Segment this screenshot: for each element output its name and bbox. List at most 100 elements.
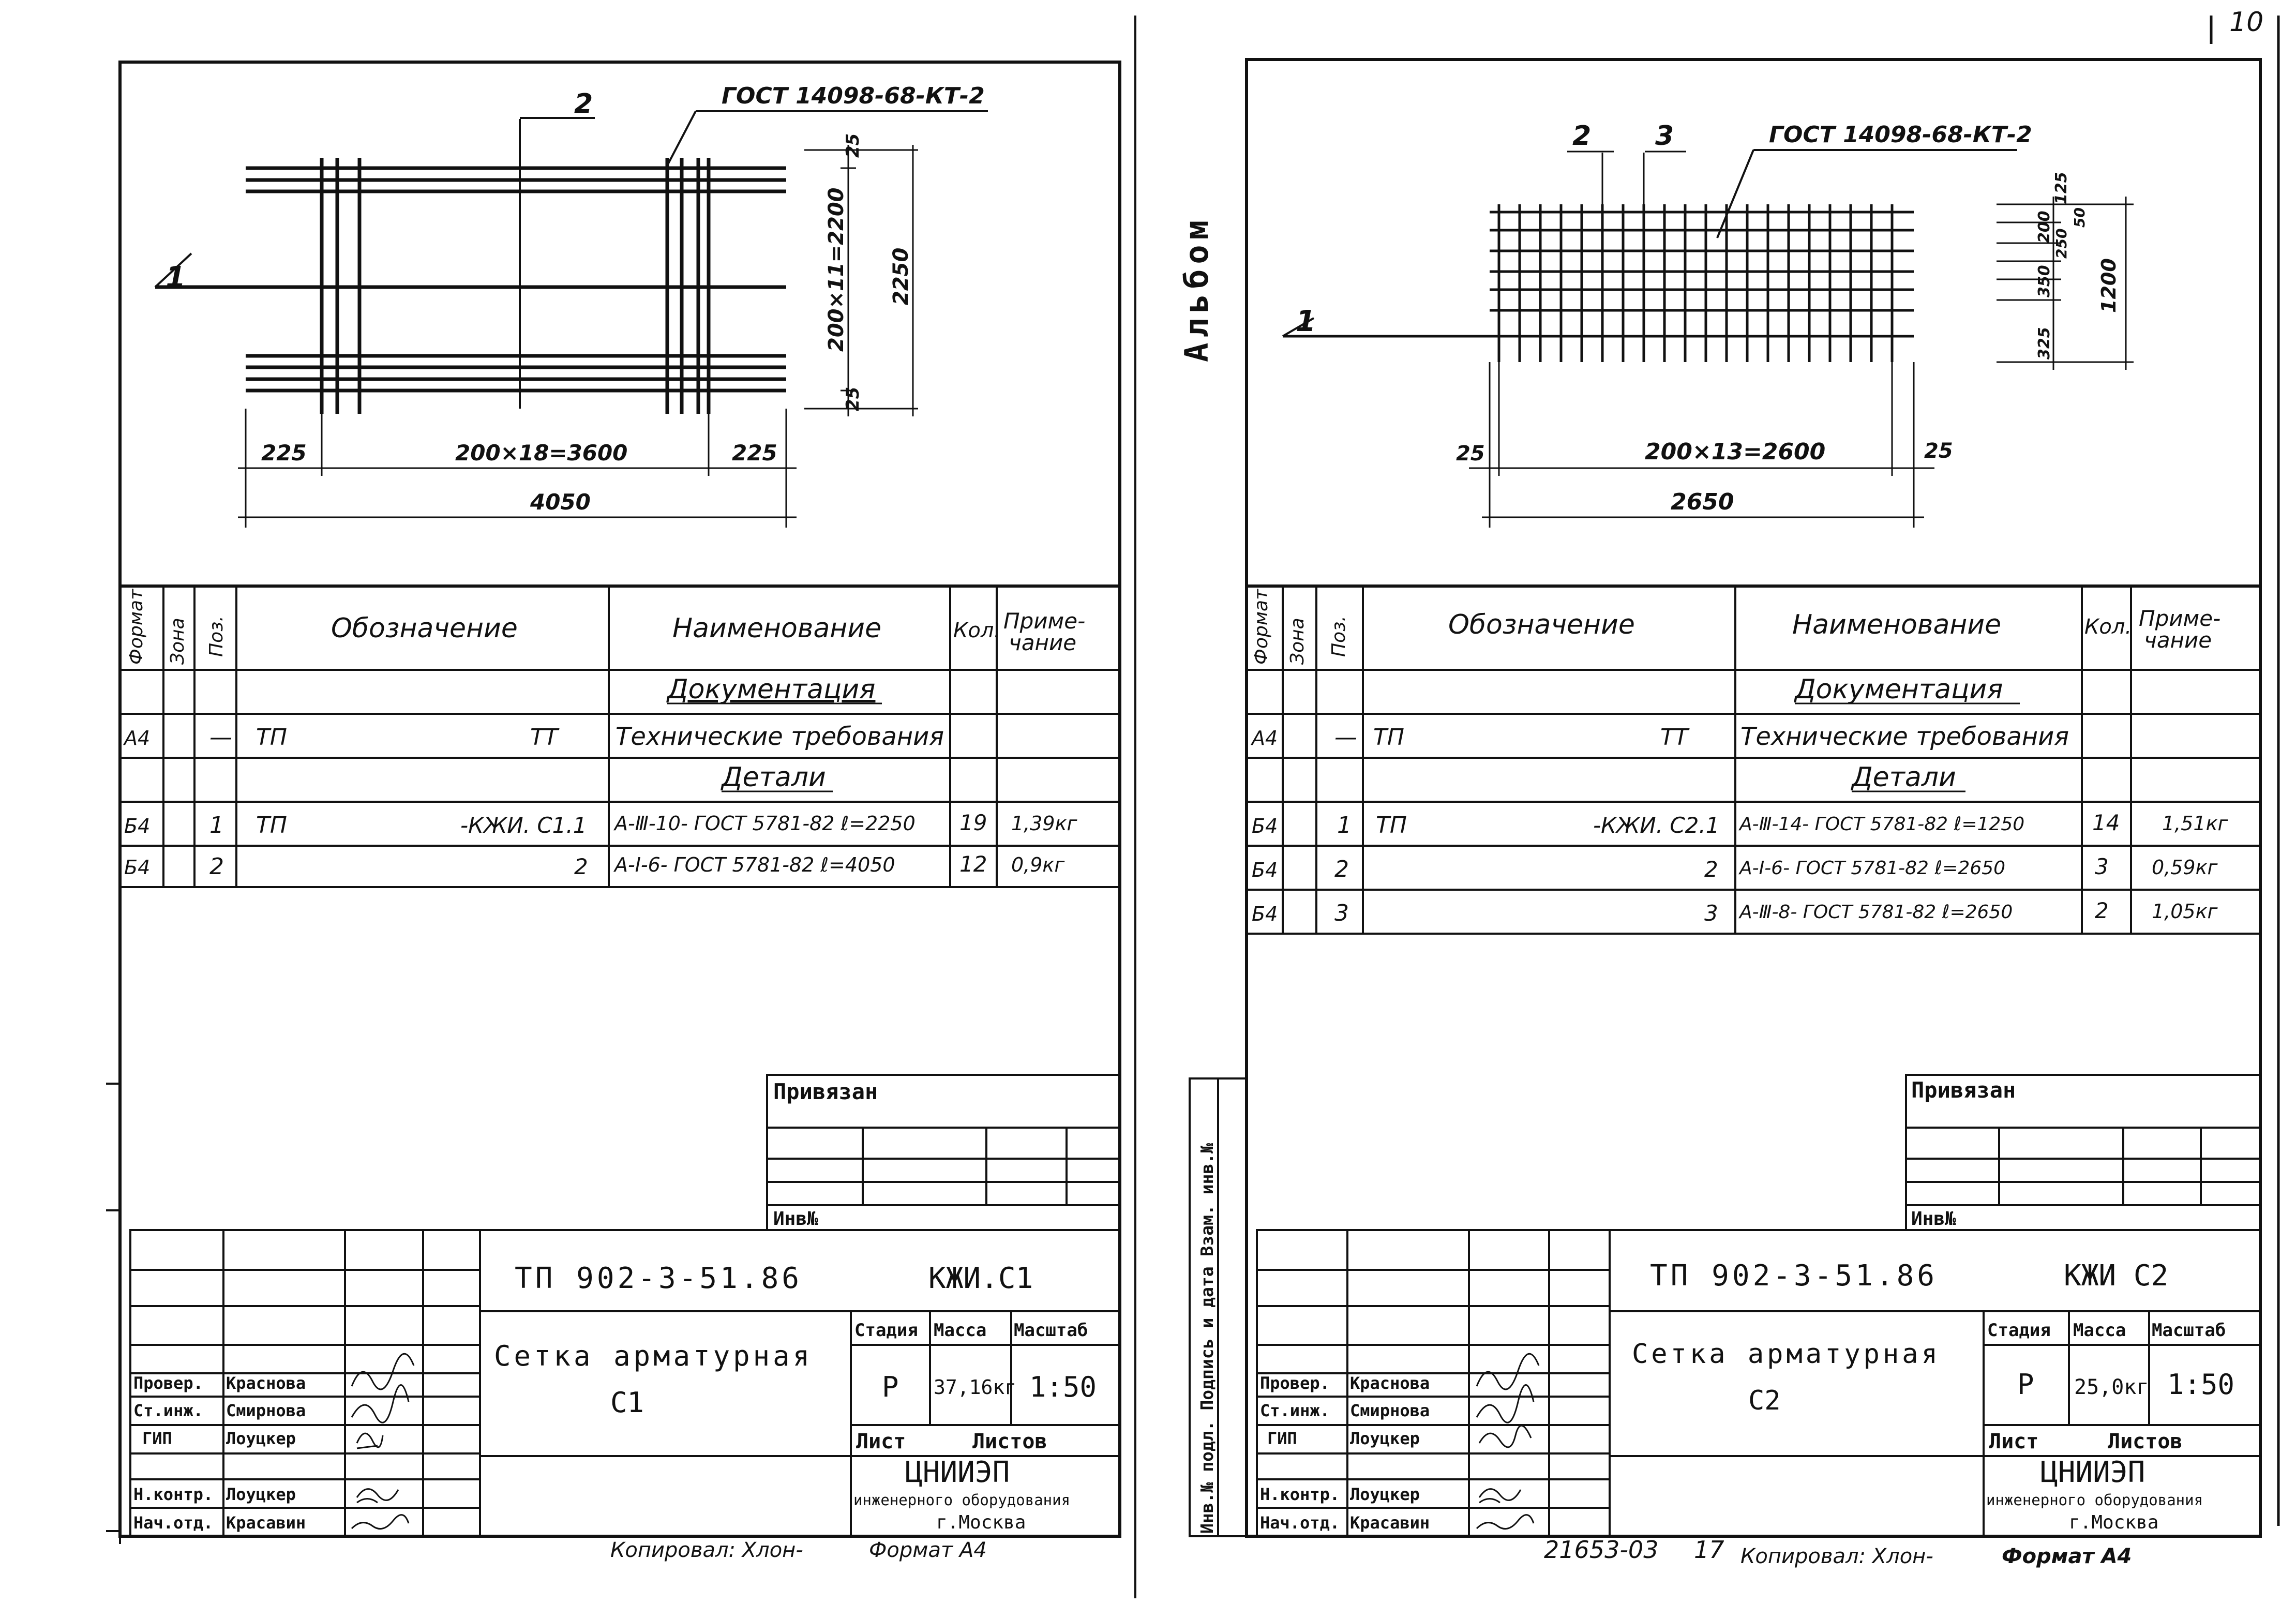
inv-no-label: Инв№ — [1911, 1208, 1956, 1230]
role: Ст.инж. — [133, 1401, 203, 1420]
row-note: 1,51кг — [2162, 812, 2229, 835]
footer-format: Формат А4 — [869, 1538, 987, 1562]
row-des-left: ТП — [256, 724, 287, 751]
hdr-pos: Поз. — [1328, 616, 1349, 657]
hdr-zone: Зона — [1287, 618, 1308, 665]
row-pos: 1 — [209, 812, 224, 838]
hdr-note: Приме-чание — [2139, 606, 2220, 653]
role: ГИП — [142, 1429, 172, 1448]
dim-total-v: 1200 — [2097, 258, 2120, 313]
person-name: Лоуцкер — [226, 1429, 296, 1448]
doc-code: ТП 902-3-51.86 — [515, 1262, 802, 1295]
sheet-label: Лист — [856, 1430, 906, 1453]
dim-spacing-h: 200×13=2600 — [1645, 439, 1825, 465]
person-name: Лоуцкер — [226, 1485, 296, 1504]
row-name: А-I-6- ГОСТ 5781-82 ℓ=2650 — [1738, 858, 2005, 879]
row-note: 1,05кг — [2152, 900, 2218, 923]
doc-mark: КЖИ.С1 — [928, 1262, 1033, 1295]
footer-format: Формат А4 — [2002, 1545, 2132, 1568]
spec-table-right — [1247, 586, 2260, 935]
row-qty: 12 — [959, 851, 987, 877]
person-name: Краснова — [226, 1373, 306, 1393]
row-des-right: -КЖИ. С1.1 — [460, 813, 587, 838]
sheet-label: Лист — [1989, 1430, 2038, 1453]
inv-no-label: Инв№ — [773, 1208, 818, 1230]
sheets-label: Листов — [2108, 1430, 2183, 1453]
dim-left-225: 225 — [261, 440, 307, 466]
hdr-name: Наименование — [672, 613, 881, 644]
dim-v-50: 50 — [2071, 207, 2088, 228]
dim-top-25: 25 — [843, 133, 863, 158]
row-format: Б4 — [1252, 859, 1278, 881]
page-number: 10 — [2229, 7, 2263, 38]
scale-value: 1:50 — [1029, 1371, 1097, 1403]
row-qty: 3 — [2095, 854, 2109, 879]
mass-value: 25,0кг — [2074, 1375, 2149, 1399]
pos-3-callout: 3 — [1655, 121, 1674, 152]
hdr-qty: Кол. — [953, 619, 1000, 642]
role: Нач.отд. — [1260, 1513, 1340, 1533]
hdr-note: Приме-чание — [1003, 608, 1085, 655]
title-block-left — [129, 1229, 1121, 1537]
row-name: А-Ⅲ-14- ГОСТ 5781-82 ℓ=1250 — [1738, 814, 2024, 835]
org-city: г.Москва — [2069, 1512, 2158, 1533]
stage-label: Стадия — [854, 1320, 918, 1341]
row-qty: 19 — [959, 810, 987, 835]
row-pos: — — [209, 724, 232, 751]
hdr-designation: Обозначение — [1448, 609, 1635, 640]
row-pos: 1 — [1337, 812, 1352, 838]
dim-total-v: 2250 — [889, 248, 913, 305]
person-name: Красавин — [226, 1513, 306, 1533]
sheet-title-2: С1 — [610, 1386, 644, 1419]
sheet-title: Сетка арматурная — [1632, 1339, 1941, 1370]
dim-right-25: 25 — [1924, 439, 1953, 463]
title-block-right — [1256, 1229, 2261, 1537]
side-stamp-text: Инв.№ подл. Подпись и дата Взам. инв.№ — [1197, 1143, 1217, 1534]
row-name: Технические требования — [1740, 722, 2069, 751]
privyazan-label: Привязан — [1911, 1077, 2016, 1103]
row-format: Б4 — [124, 815, 150, 837]
person-name: Смирнова — [1350, 1401, 1430, 1420]
scale-value: 1:50 — [2167, 1368, 2234, 1401]
dim-v-325: 325 — [2035, 327, 2053, 359]
row-des-right: 3 — [1704, 901, 1718, 926]
row-des-right: -КЖИ. С2.1 — [1593, 813, 1719, 838]
role: Провер. — [1260, 1373, 1330, 1393]
footer-sheet: 17 — [1694, 1536, 1724, 1564]
footer-copied: Копировал: Хлон- — [1740, 1545, 1933, 1568]
dim-right-225: 225 — [732, 440, 777, 466]
role: ГИП — [1267, 1429, 1297, 1448]
hdr-zone: Зона — [167, 618, 188, 665]
row-qty: 14 — [2092, 810, 2120, 835]
gost-note-left: ГОСТ 14098-68-КТ-2 — [722, 83, 985, 109]
stage-label: Стадия — [1987, 1320, 2051, 1341]
privyazan-block-left — [766, 1074, 1121, 1231]
row-note: 0,59кг — [2152, 856, 2218, 879]
row-des-left: ТП — [1373, 724, 1404, 751]
role: Провер. — [133, 1373, 203, 1393]
privyazan-label: Привязан — [773, 1079, 878, 1104]
row-des-left: ТП — [1376, 812, 1407, 838]
dim-v-350: 350 — [2035, 265, 2053, 297]
scale-label: Масштаб — [2152, 1320, 2226, 1341]
section-parts: Детали — [721, 762, 826, 793]
person-name: Лоуцкер — [1350, 1485, 1420, 1504]
row-des-right: ТТ — [530, 724, 560, 751]
sheets-label: Листов — [972, 1430, 1047, 1453]
row-pos: 3 — [1334, 900, 1349, 926]
stage-value: Р — [882, 1371, 899, 1403]
row-pos: 2 — [209, 853, 224, 880]
role: Ст.инж. — [1260, 1401, 1330, 1420]
role: Н.контр. — [1260, 1485, 1340, 1504]
person-name: Красавин — [1350, 1513, 1430, 1533]
pos-1-callout: 1 — [166, 261, 186, 294]
row-qty: 2 — [2095, 898, 2109, 923]
hdr-name: Наименование — [1792, 609, 2001, 640]
hdr-pos: Поз. — [206, 616, 227, 657]
mass-label: Масса — [2073, 1320, 2126, 1341]
right-sheet: 2 3 ГОСТ 14098-68-КТ-2 1 125 200 250 50 … — [1189, 58, 2262, 1568]
row-des-right: 2 — [574, 854, 588, 879]
row-name: А-Ⅲ-8- ГОСТ 5781-82 ℓ=2650 — [1738, 902, 2013, 923]
row-format: Б4 — [124, 856, 150, 879]
row-name: А-I-6- ГОСТ 5781-82 ℓ=4050 — [613, 853, 895, 876]
